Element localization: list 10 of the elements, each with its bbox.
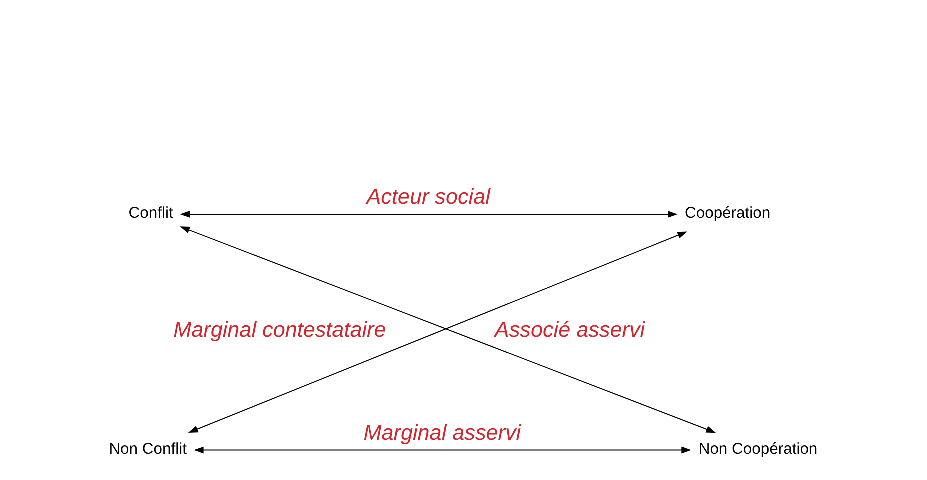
node-text: Non Conflit bbox=[109, 441, 187, 458]
edge-label: Marginal asservi bbox=[364, 420, 522, 446]
node-text: Non Coopération bbox=[698, 441, 818, 458]
edge-label: Acteur social bbox=[366, 184, 490, 210]
arrow bbox=[194, 446, 692, 454]
edge-label: Associé asservi bbox=[494, 316, 646, 342]
node-text: Coopération bbox=[684, 205, 771, 222]
arrow bbox=[180, 211, 678, 218]
node-text: Conflit bbox=[128, 205, 174, 222]
edge-label: Marginal contestataire bbox=[174, 316, 386, 342]
